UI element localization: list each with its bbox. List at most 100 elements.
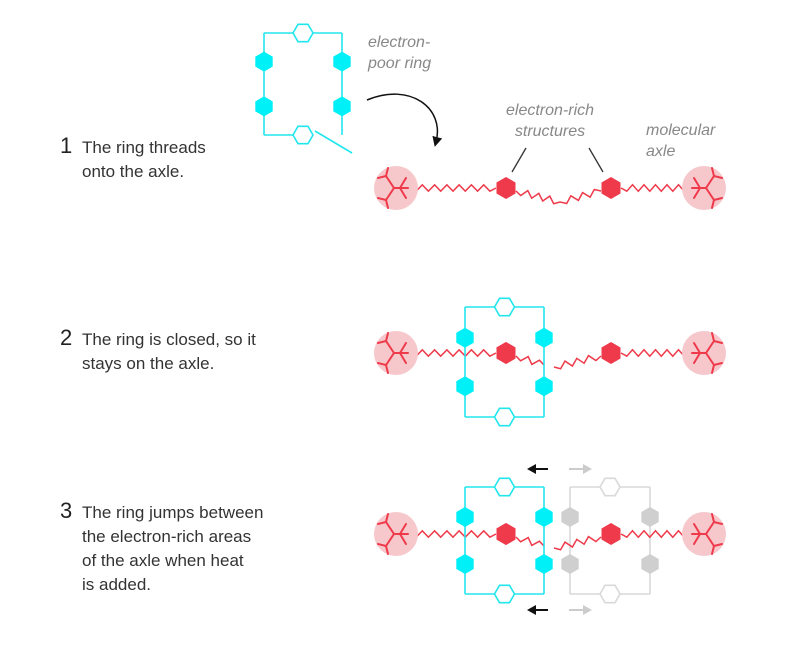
open-ring-hexagon-filled-3 bbox=[255, 96, 273, 117]
axle-step-1-right-stopper-branch bbox=[693, 177, 701, 189]
axle-step-3-left-stopper-branch bbox=[385, 521, 395, 535]
axle-step-2-right-stopper-branch bbox=[713, 340, 723, 344]
axle-step-1-right-stopper-branch bbox=[711, 199, 715, 209]
axle-step-2-chain-mid-a bbox=[515, 355, 545, 366]
axle-step-1-right-stopper-branch bbox=[713, 175, 723, 179]
axle-step-2-right-stopper-branch bbox=[693, 352, 701, 364]
axle-step-1-left-stopper-branch bbox=[399, 187, 407, 199]
open-ring-open-end bbox=[314, 130, 353, 154]
open-ring bbox=[255, 23, 353, 154]
axle-step-3-left-stopper-branch bbox=[399, 533, 407, 545]
pointer-rich-1 bbox=[511, 147, 527, 173]
ghost-ring-step-3-hexagon-filled-2 bbox=[641, 507, 659, 527]
arrow-left-bottom bbox=[527, 605, 548, 615]
axle-step-2-left-stopper-branch bbox=[385, 332, 389, 342]
axle-step-3-rich-hexagon-2 bbox=[601, 523, 621, 545]
axle-step-1-right-stopper-branch bbox=[705, 175, 715, 189]
axle-step-3-left-stopper-branch bbox=[385, 513, 389, 523]
axle-step-3 bbox=[409, 523, 691, 551]
axle-step-3-left-stopper-branch bbox=[399, 523, 407, 535]
annotation-molecular-axle: molecular axle bbox=[646, 122, 716, 160]
axle-step-2-chain-mid-b bbox=[553, 354, 602, 370]
closed-ring-step-2-hexagon-top bbox=[493, 297, 516, 317]
arrow-right-top-head bbox=[583, 464, 592, 474]
axle-step-2-left-stopper-branch bbox=[385, 364, 389, 374]
closed-ring-step-3 bbox=[456, 477, 553, 604]
closed-ring-step-2-hexagon-filled-2 bbox=[535, 327, 553, 348]
step-1-number: 1 bbox=[60, 133, 73, 158]
arrow-left-bottom-head bbox=[527, 605, 536, 615]
axle-step-2-right-stopper-branch bbox=[705, 352, 715, 366]
axle-step-1-left-stopper-branch bbox=[377, 197, 387, 201]
axle-step-2-right-stopper-branch bbox=[711, 332, 715, 342]
axle-step-2-chain-left bbox=[409, 348, 497, 358]
axle-step-3-right-stopper-branch bbox=[711, 545, 715, 555]
axle-step-3-left-stopper bbox=[374, 512, 418, 556]
closed-ring-step-2-hexagon-filled-3 bbox=[456, 376, 474, 397]
axle-step-1-chain-left bbox=[409, 183, 497, 193]
axle-step-1-left-stopper bbox=[374, 166, 418, 210]
axle-step-2-left-stopper-branch bbox=[399, 342, 407, 354]
closed-ring-step-3-hexagon-top bbox=[493, 477, 516, 497]
axle-step-3-right-stopper-branch bbox=[693, 523, 701, 535]
axle-step-1-right-stopper-branch bbox=[713, 197, 723, 201]
axle-step-1-chain-right bbox=[620, 183, 691, 193]
axle-step-1-right-stopper-branch bbox=[711, 167, 715, 177]
axle-step-1-rich-hexagon-2 bbox=[601, 177, 621, 199]
step-2-number: 2 bbox=[60, 325, 73, 350]
axle-step-1-left-stopper-branch bbox=[385, 175, 395, 189]
axle-step-3-right-stopper-branch bbox=[711, 513, 715, 523]
axle-step-3-right-stopper-branch bbox=[705, 521, 715, 535]
arrow-left-top bbox=[527, 464, 548, 474]
annotation-electron-poor-ring: electron- poor ring bbox=[368, 34, 432, 72]
axle-step-1-left-stopper-branch bbox=[385, 199, 389, 209]
axle-step-3-left-stopper-branch bbox=[377, 521, 387, 525]
open-ring-hexagon-bottom bbox=[292, 125, 314, 145]
axle-step-3-rich-hexagon-front bbox=[496, 523, 516, 545]
threading-arrow bbox=[366, 93, 443, 147]
pointer-rich-2 bbox=[588, 147, 604, 173]
axle-step-1-left-stopper-branch bbox=[399, 177, 407, 189]
step-2-text: The ring is closed, so it stays on the a… bbox=[82, 330, 256, 373]
axle-step-3-left-stopper-branch bbox=[377, 543, 387, 547]
closed-ring-step-3-hexagon-bottom bbox=[493, 584, 516, 604]
axle-step-2-left-stopper-branch bbox=[385, 352, 395, 366]
axle-step-1-left-stopper-branch bbox=[385, 167, 389, 177]
axle-step-1 bbox=[409, 177, 691, 205]
step-1-text: The ring threads onto the axle. bbox=[82, 138, 206, 181]
axle-step-2-rich-hexagon-2 bbox=[601, 342, 621, 364]
arrow-left-top-head bbox=[527, 464, 536, 474]
axle-step-2-right-stopper-branch bbox=[693, 342, 701, 354]
axle-step-3-right-stopper-branch bbox=[693, 533, 701, 545]
axle-step-1-chain-mid-a bbox=[515, 189, 561, 205]
closed-ring-step-2-hexagon-filled-1 bbox=[456, 327, 474, 348]
axle-step-3-right-stopper-branch bbox=[713, 521, 723, 525]
axle-step-2 bbox=[409, 342, 691, 370]
open-ring-hexagon-filled-4 bbox=[333, 96, 351, 117]
arrow-right-top bbox=[569, 464, 592, 474]
axle-step-2-left-stopper-branch bbox=[377, 340, 387, 344]
closed-ring-step-2-hexagon-filled-4 bbox=[535, 376, 553, 397]
axle-step-2-rich-hexagon-front bbox=[496, 342, 516, 364]
axle-step-2-chain-right bbox=[620, 348, 691, 358]
step-3-text: The ring jumps between the electron-rich… bbox=[82, 503, 264, 594]
ghost-ring-step-3-hexagon-filled-3 bbox=[561, 554, 579, 574]
closed-ring-step-3-hexagon-filled-3 bbox=[456, 554, 474, 574]
axle-step-3-chain-mid-b bbox=[553, 535, 602, 551]
axle-step-2-right-stopper-branch bbox=[711, 364, 715, 374]
axle-step-2-right-stopper-branch bbox=[713, 362, 723, 366]
axle-step-3-chain-right bbox=[620, 529, 691, 539]
step-3-number: 3 bbox=[60, 498, 73, 523]
open-ring-hexagon-filled-1 bbox=[255, 51, 273, 72]
axle-step-2-left-stopper-branch bbox=[377, 362, 387, 366]
axle-step-3-chain-mid-a bbox=[515, 536, 545, 547]
axle-step-3-right-stopper bbox=[682, 512, 726, 556]
ghost-ring-step-3-hexagon-top bbox=[599, 477, 621, 497]
open-ring-hexagon-top bbox=[292, 23, 314, 43]
closed-ring-step-3-hexagon-filled-1 bbox=[456, 507, 474, 527]
annotation-electron-rich-structures: electron-rich structures bbox=[505, 102, 595, 140]
axle-step-3-left-stopper-branch bbox=[385, 533, 395, 547]
ghost-ring-step-3 bbox=[561, 477, 659, 604]
